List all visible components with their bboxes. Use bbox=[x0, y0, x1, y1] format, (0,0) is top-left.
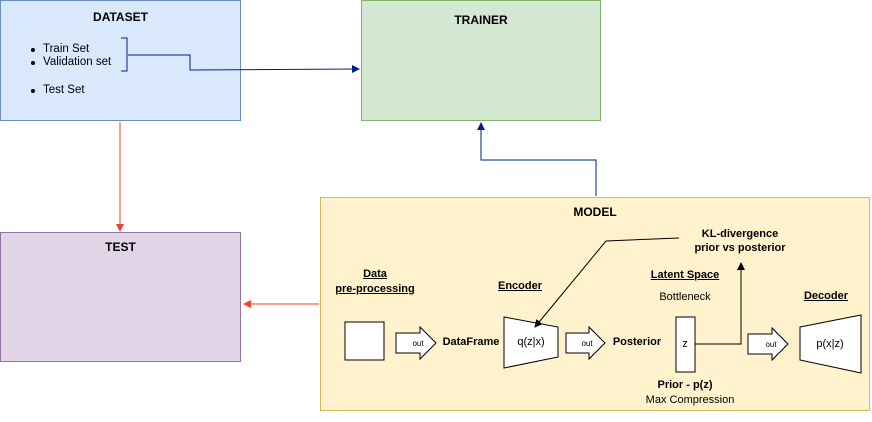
trainer-title: TRAINER bbox=[454, 13, 508, 27]
out-arrow-3-label: out bbox=[765, 340, 777, 349]
decoder-formula: p(x|z) bbox=[816, 338, 843, 350]
out-arrow-2 bbox=[565, 325, 606, 361]
dataset-title: DATASET bbox=[93, 10, 148, 24]
dataset-list-top: Train Set Validation set bbox=[31, 43, 111, 69]
model-title: MODEL bbox=[573, 205, 617, 219]
latent-space-label: Latent Space bbox=[650, 269, 720, 281]
max-compression-label: Max Compression bbox=[645, 394, 735, 406]
data-input-square bbox=[344, 321, 385, 361]
decoder-label: Decoder bbox=[803, 290, 849, 302]
bottleneck-label: Bottleneck bbox=[659, 291, 711, 303]
dataset-list-bottom: Test Set bbox=[31, 84, 85, 97]
arrow-model-to-trainer bbox=[477, 122, 597, 196]
data-label-line2: pre-processing bbox=[335, 283, 415, 295]
trainer-box: TRAINER bbox=[361, 0, 601, 121]
kl-line2: prior vs posterior bbox=[694, 242, 786, 254]
bracket bbox=[121, 37, 128, 72]
out-arrow-1-label: out bbox=[412, 339, 424, 348]
encoder-label: Encoder bbox=[497, 280, 542, 292]
list-item-train-set: Train Set bbox=[31, 43, 111, 56]
kl-line1: KL-divergence bbox=[701, 228, 779, 240]
model-box: MODEL bbox=[320, 197, 870, 411]
posterior-label: Posterior bbox=[612, 336, 662, 348]
arrow-dataset-to-trainer bbox=[128, 54, 360, 74]
prior-label: Prior - p(z) bbox=[657, 379, 713, 391]
arrow-kl-to-encoder bbox=[534, 237, 680, 328]
arrow-z-to-kl bbox=[695, 262, 745, 345]
out-arrow-3 bbox=[747, 326, 789, 362]
test-box: TEST bbox=[0, 232, 241, 362]
encoder-formula: q(z|x) bbox=[517, 336, 544, 348]
data-preprocessing-label: Data pre-processing bbox=[325, 267, 425, 297]
latent-z-text: z bbox=[682, 338, 688, 350]
test-title: TEST bbox=[105, 240, 136, 254]
decoder-shape bbox=[799, 314, 862, 374]
kl-divergence-label: KL-divergence prior vs posterior bbox=[680, 227, 800, 255]
dataframe-label: DataFrame bbox=[442, 336, 500, 348]
data-label-line1: Data bbox=[363, 268, 387, 280]
dataset-box: DATASET Train Set Validation set Test Se… bbox=[0, 0, 241, 121]
list-item-validation-set: Validation set bbox=[31, 56, 111, 69]
out-arrow-2-label: out bbox=[581, 339, 593, 348]
out-arrow-1 bbox=[395, 325, 437, 361]
list-item-test-set: Test Set bbox=[31, 84, 85, 97]
